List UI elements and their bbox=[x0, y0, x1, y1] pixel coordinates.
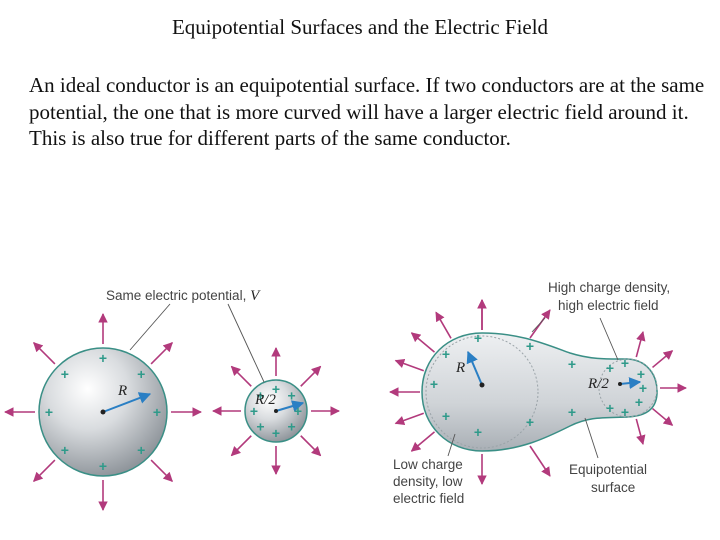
leader-line bbox=[129, 303, 171, 351]
radius-label-blob-small: R/2 bbox=[587, 376, 609, 392]
radius-arrow-icon bbox=[619, 377, 642, 390]
equipotential-label-line1: Equipotential bbox=[569, 462, 647, 477]
plus-charge-icon: + bbox=[61, 442, 69, 458]
radius-arrow-icon bbox=[466, 350, 483, 386]
leader-line bbox=[447, 433, 456, 457]
center-dot bbox=[100, 409, 106, 415]
plus-charges: ++++++++++++++++++++++++++++++++ bbox=[45, 330, 647, 474]
field-arrow-icon bbox=[230, 435, 252, 457]
plus-charge-icon: + bbox=[442, 408, 450, 424]
high-density-label-line1: High charge density, bbox=[548, 280, 670, 295]
field-arrow-icon bbox=[150, 459, 173, 482]
field-arrow-icon bbox=[150, 342, 173, 365]
field-arrow-icon bbox=[435, 311, 452, 339]
leader-line bbox=[584, 417, 599, 459]
plus-charge-icon: + bbox=[294, 403, 302, 419]
plus-charge-icon: + bbox=[606, 400, 614, 416]
plus-charge-icon: + bbox=[256, 419, 264, 435]
plus-charge-icon: + bbox=[606, 360, 614, 376]
plus-charge-icon: + bbox=[635, 394, 643, 410]
slide-body-text: An ideal conductor is an equipotential s… bbox=[29, 73, 705, 150]
plus-charge-icon: + bbox=[568, 356, 576, 372]
field-arrow-icon bbox=[33, 342, 56, 365]
center-dot bbox=[479, 382, 485, 388]
blob-inner-large-sphere bbox=[425, 335, 539, 449]
radius-arrow-icon bbox=[102, 392, 152, 413]
high-density-label-line2: high electric field bbox=[558, 298, 659, 313]
field-arrow-icon bbox=[33, 459, 56, 482]
conductor-figure: ++++++++++++++++++++++++++++++++ R R/2 R… bbox=[4, 280, 687, 511]
field-arrow-icon bbox=[410, 332, 436, 353]
plus-charge-icon: + bbox=[99, 458, 107, 474]
plus-charge-icon: + bbox=[287, 387, 295, 403]
field-arrow-icon bbox=[410, 431, 436, 452]
plus-charge-icon: + bbox=[256, 387, 264, 403]
plus-charge-icon: + bbox=[153, 404, 161, 420]
plus-charge-icon: + bbox=[526, 414, 534, 430]
field-arrow-icon bbox=[300, 435, 322, 457]
plus-charge-icon: + bbox=[287, 419, 295, 435]
radius-label-large: R bbox=[117, 383, 127, 399]
plus-charge-icon: + bbox=[137, 366, 145, 382]
plus-charge-icon: + bbox=[568, 404, 576, 420]
plus-charge-icon: + bbox=[272, 381, 280, 397]
plus-charge-icon: + bbox=[526, 338, 534, 354]
plus-charge-icon: + bbox=[272, 425, 280, 441]
leader-line bbox=[227, 303, 265, 383]
field-arrow-icon bbox=[651, 407, 674, 426]
equipotential-label-line2: surface bbox=[591, 480, 635, 495]
center-dot bbox=[618, 382, 622, 386]
field-arrow-icon bbox=[230, 365, 252, 387]
low-density-label-line3: electric field bbox=[393, 491, 464, 506]
same-potential-label: Same electric potential, V bbox=[106, 288, 261, 304]
field-arrows bbox=[4, 299, 687, 511]
plus-charge-icon: + bbox=[621, 355, 629, 371]
plus-charge-icon: + bbox=[474, 330, 482, 346]
field-arrow-icon bbox=[651, 350, 674, 369]
plus-charge-icon: + bbox=[137, 442, 145, 458]
plus-charge-icon: + bbox=[45, 404, 53, 420]
blob-inner-small-sphere bbox=[598, 358, 658, 418]
plus-charge-icon: + bbox=[474, 424, 482, 440]
slide-title: Equipotential Surfaces and the Electric … bbox=[171, 15, 549, 39]
plus-charge-icon: + bbox=[250, 403, 258, 419]
irregular-conductor bbox=[421, 332, 658, 452]
radius-label-small: R/2 bbox=[254, 392, 276, 408]
plus-charge-icon: + bbox=[637, 366, 645, 382]
leader-line bbox=[531, 317, 546, 333]
field-arrow-icon bbox=[529, 445, 551, 477]
field-arrow-icon bbox=[300, 365, 322, 387]
plus-charge-icon: + bbox=[639, 380, 647, 396]
field-arrow-icon bbox=[635, 331, 646, 358]
low-density-label-line2: density, low bbox=[393, 474, 463, 489]
low-density-label-line1: Low charge bbox=[393, 457, 463, 472]
field-arrow-icon bbox=[394, 412, 425, 426]
radius-arrow-icon bbox=[275, 400, 305, 412]
center-dot bbox=[274, 409, 278, 413]
plus-charge-icon: + bbox=[99, 350, 107, 366]
plus-charge-icon: + bbox=[621, 404, 629, 420]
plus-charge-icon: + bbox=[442, 346, 450, 362]
radius-label-blob-large: R bbox=[455, 360, 465, 376]
plus-charge-icon: + bbox=[61, 366, 69, 382]
field-arrow-icon bbox=[635, 418, 646, 445]
leader-line bbox=[599, 317, 619, 361]
field-arrow-icon bbox=[394, 358, 425, 372]
plus-charge-icon: + bbox=[430, 376, 438, 392]
